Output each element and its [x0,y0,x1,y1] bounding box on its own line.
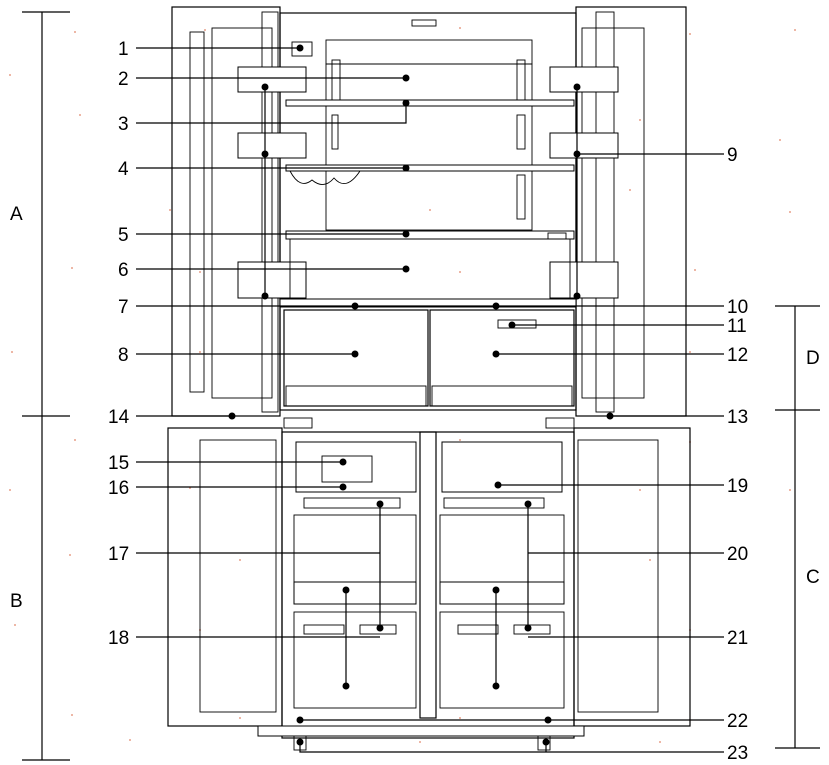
callout-10: 10 [727,297,748,318]
callout-3: 3 [118,114,129,135]
callout-18: 18 [108,628,129,649]
leader-lines [136,47,724,753]
callout-2: 2 [118,69,129,90]
callout-20: 20 [727,544,748,565]
callout-9: 9 [727,145,738,166]
zone-label-a: A [10,204,23,225]
freezer-section [167,427,691,751]
callout-5: 5 [118,225,129,246]
callout-22: 22 [727,711,748,732]
fridge-shelves [279,41,577,308]
zone-label-b: B [10,591,23,612]
callout-12: 12 [727,345,748,366]
callout-labels: 1 2 3 4 5 6 7 8 14 15 16 17 18 9 10 11 1… [10,39,820,764]
callout-19: 19 [727,476,748,497]
callout-11: 11 [727,316,747,337]
callout-17: 17 [108,544,129,565]
callout-4: 4 [118,159,129,180]
callout-1: 1 [118,39,129,60]
callout-23: 23 [727,743,748,764]
callout-16: 16 [108,478,129,499]
crisper-drawers [283,309,575,429]
callout-6: 6 [118,260,129,281]
callout-13: 13 [727,407,748,428]
callout-dots [228,44,614,746]
callout-15: 15 [108,453,129,474]
door-bins-upper [237,66,619,299]
callout-14: 14 [108,407,130,428]
zone-label-d: D [806,348,820,369]
callout-7: 7 [118,297,129,318]
callout-8: 8 [118,345,129,366]
zone-brackets [22,11,820,761]
callout-21: 21 [727,628,748,649]
zone-label-c: C [806,567,820,588]
